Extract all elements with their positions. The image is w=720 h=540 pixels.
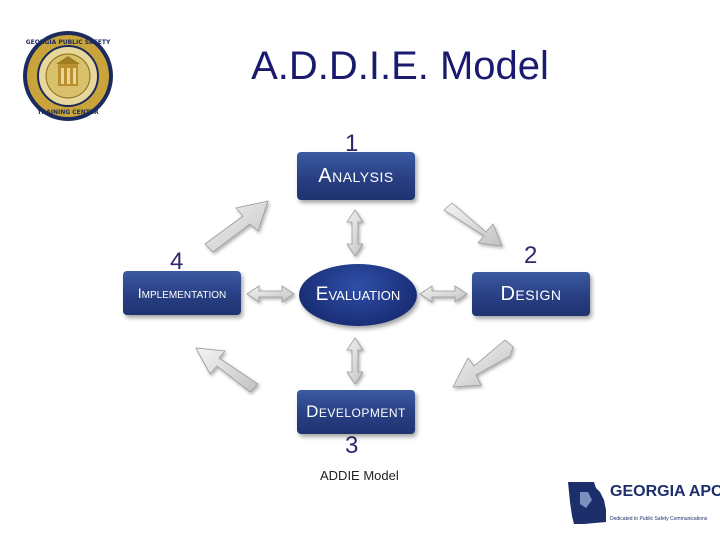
step-number-2: 2	[524, 242, 538, 269]
arrow-evaluation-implementation	[246, 285, 295, 303]
arrow-evaluation-design	[419, 285, 468, 303]
slide-title: A.D.D.I.E. Model	[251, 44, 549, 88]
svg-text:TRAINING CENTER: TRAINING CENTER	[37, 109, 99, 116]
arrow-analysis-to-design	[443, 202, 503, 247]
diagram-caption: ADDIE Model	[320, 468, 399, 483]
georgia-apco-logo	[568, 482, 606, 524]
arrow-evaluation-analysis	[346, 209, 364, 257]
analysis-box: Analysis	[297, 152, 415, 200]
arrow-evaluation-development	[346, 337, 364, 385]
arrow-implementation-to-analysis	[204, 200, 269, 253]
apco-name: GEORGIA APCO	[610, 483, 720, 500]
design-box: Design	[472, 272, 590, 316]
gpstc-seal-logo: GEORGIA PUBLIC SAFETY TRAINING CENTER	[23, 31, 113, 121]
apco-tagline: Dedicated to Public Safety Communication…	[610, 516, 708, 522]
development-box: Development	[297, 390, 415, 434]
svg-text:GEORGIA PUBLIC SAFETY: GEORGIA PUBLIC SAFETY	[26, 39, 111, 46]
step-number-3: 3	[345, 432, 359, 459]
implementation-box: Implementation	[123, 271, 241, 315]
evaluation-ellipse: Evaluation	[299, 264, 417, 326]
step-number-4: 4	[170, 248, 184, 275]
arrow-design-to-development	[452, 339, 514, 388]
step-number-1: 1	[345, 130, 359, 157]
arrow-development-to-implementation	[195, 347, 259, 393]
